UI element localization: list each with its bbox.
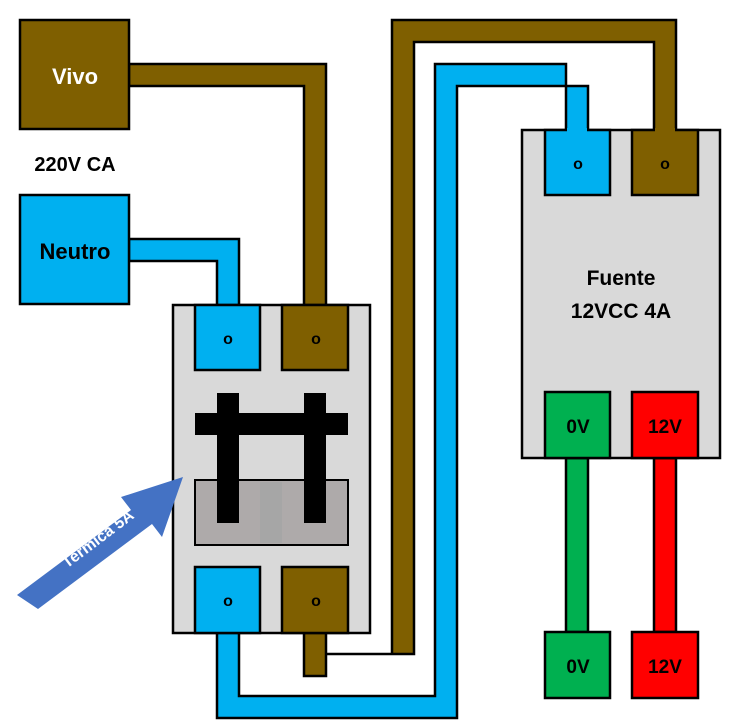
wire-neutral-input [127,237,241,308]
supply-output-0v-label: 0V [566,417,590,438]
breaker-terminal-bottom-live [280,565,350,635]
output-terminal-0v-label: 0V [566,657,590,678]
vivo-source-box [18,18,131,131]
circuit-breaker: o o o o [171,303,372,635]
output-terminal-12v-label: 12V [648,657,682,678]
neutro-source-box [18,193,131,306]
terminal-mark: o [573,156,583,173]
breaker-slot-shade [260,482,282,543]
breaker-terminal-top-neutral [193,303,262,372]
supply-output-0v [543,390,612,460]
terminal-mark: o [660,156,670,173]
supply-output-12v [630,390,700,460]
supply-voltage-label: 220V CA [34,154,115,176]
supply-output-12v-label: 12V [648,417,682,438]
power-supply-title: Fuente [587,267,656,290]
breaker-handle [195,393,348,523]
breaker-terminal-top-live [280,303,350,372]
supply-terminal-live [630,128,700,197]
wire-12v [652,456,678,634]
terminal-mark: o [311,593,321,610]
power-supply: o o Fuente 12VCC 4A 0V 12V [520,128,722,460]
output-terminal-12v [630,630,700,700]
output-terminal-0v [543,630,612,700]
power-supply-rating: 12VCC 4A [571,300,671,323]
terminal-mark: o [223,331,233,348]
wire-0v [564,456,590,634]
vivo-label: Vivo [52,64,98,89]
breaker-terminal-bottom-neutral [193,565,262,635]
terminal-mark: o [311,331,321,348]
neutro-label: Neutro [40,239,111,264]
terminal-mark: o [223,593,233,610]
breaker-callout-arrow: Termica 5A [17,477,183,609]
